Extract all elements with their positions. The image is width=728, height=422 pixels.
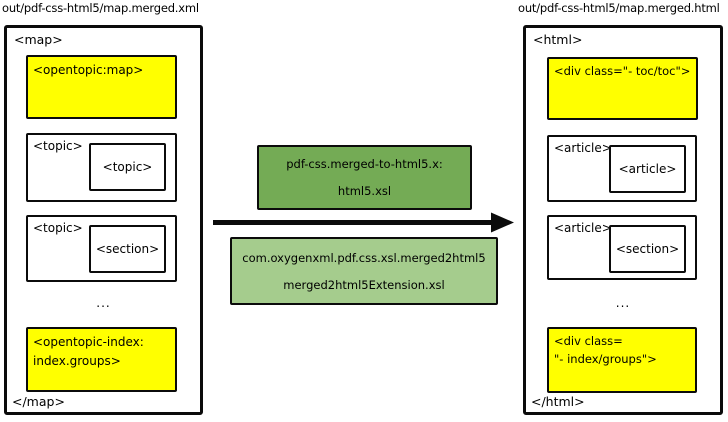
nested-article-label: <article> (618, 162, 677, 176)
topic-box-1: <topic> <topic> (26, 133, 177, 202)
opentopic-map-label: <opentopic:map> (33, 63, 144, 77)
right-file-title: out/pdf-css-html5/map.merged.html (518, 1, 720, 15)
index-div-line2: "- index/groups"> (554, 351, 657, 366)
nested-topic-box: <topic> (89, 143, 166, 191)
map-open-tag: <map> (14, 32, 63, 47)
index-div-line1: <div class= (554, 334, 623, 348)
opentopic-index-line2: index.groups> (33, 353, 121, 368)
extension-box-line1: com.oxygenxml.pdf.css.xsl.merged2html5 (242, 250, 486, 265)
left-map-container-box: <map> <opentopic:map> <topic> <topic> <t… (4, 25, 203, 415)
topic-box-2: <topic> <section> (26, 215, 177, 282)
extension-box-line2: merged2html5Extension.xsl (283, 277, 445, 292)
html-close-tag: </html> (531, 394, 585, 409)
left-ellipsis: ... (96, 296, 111, 310)
right-ellipsis: ... (615, 296, 631, 310)
opentopic-index-box: <opentopic-index: index.groups> (26, 327, 177, 392)
transform-arrow (213, 212, 514, 233)
nested-section-box-right: <section> (609, 225, 686, 273)
opentopic-index-line1: <opentopic-index: (33, 335, 144, 349)
nested-topic-label: <topic> (102, 160, 153, 174)
article-box-2-label: <article> (554, 221, 612, 235)
topic-box-2-label: <topic> (33, 221, 83, 235)
html-open-tag: <html> (533, 32, 583, 47)
stylesheet-box-line2: html5.xsl (337, 184, 392, 198)
toc-div-box: <div class="- toc/toc"> (547, 57, 698, 120)
stylesheet-box-line1: pdf-css.merged-to-html5.x: (286, 157, 443, 171)
nested-section-label-right: <section> (615, 242, 680, 256)
toc-div-label: <div class="- toc/toc"> (554, 64, 691, 78)
topic-box-1-label: <topic> (33, 139, 83, 153)
article-box-1: <article> <article> (547, 135, 697, 202)
extension-box: com.oxygenxml.pdf.css.xsl.merged2html5 m… (230, 237, 498, 305)
nested-section-box-left: <section> (89, 225, 166, 273)
left-file-title: out/pdf-css-html5/map.merged.xml (2, 1, 199, 15)
right-html-container-box: <html> <div class="- toc/toc"> <article>… (523, 25, 723, 415)
article-box-2: <article> <section> (547, 215, 697, 280)
nested-article-box: <article> (609, 145, 686, 193)
article-box-1-label: <article> (554, 141, 612, 155)
stylesheet-box: pdf-css.merged-to-html5.x: html5.xsl (257, 145, 472, 210)
map-close-tag: </map> (12, 394, 65, 409)
index-div-box: <div class= "- index/groups"> (547, 327, 697, 393)
opentopic-map-box: <opentopic:map> (26, 55, 177, 119)
nested-section-label-left: <section> (95, 242, 160, 256)
